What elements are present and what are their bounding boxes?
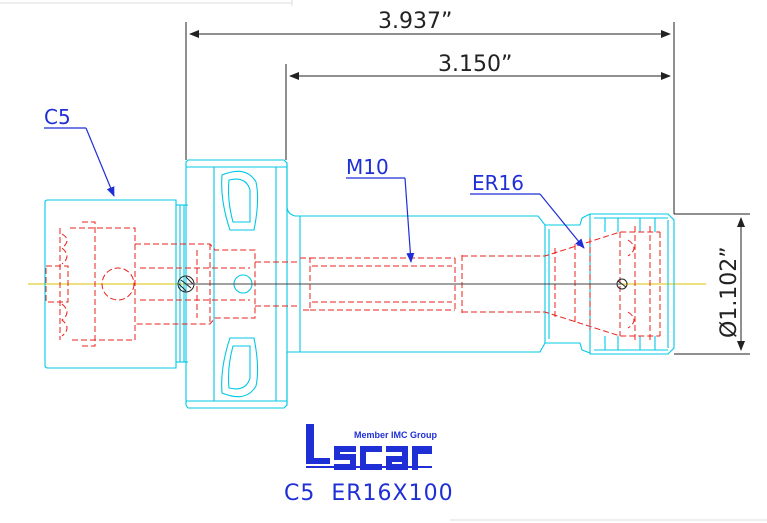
logo-tagline: Member IMC Group — [354, 430, 438, 440]
leader-lines — [44, 127, 585, 263]
iscar-logo: Member IMC Group — [306, 424, 438, 470]
label-thread: M10 — [346, 155, 389, 179]
logo-wordmark — [306, 424, 432, 470]
label-shank: C5 — [44, 105, 71, 129]
dim-diameter: Ø1.102” — [717, 246, 742, 338]
part-caption: C5 ER16X100 — [284, 481, 454, 506]
dim-overall-length: 3.937” — [378, 9, 452, 34]
dim-gauge-length: 3.150” — [438, 52, 512, 77]
dimension-lines — [185, 22, 750, 355]
label-collet: ER16 — [472, 171, 524, 195]
